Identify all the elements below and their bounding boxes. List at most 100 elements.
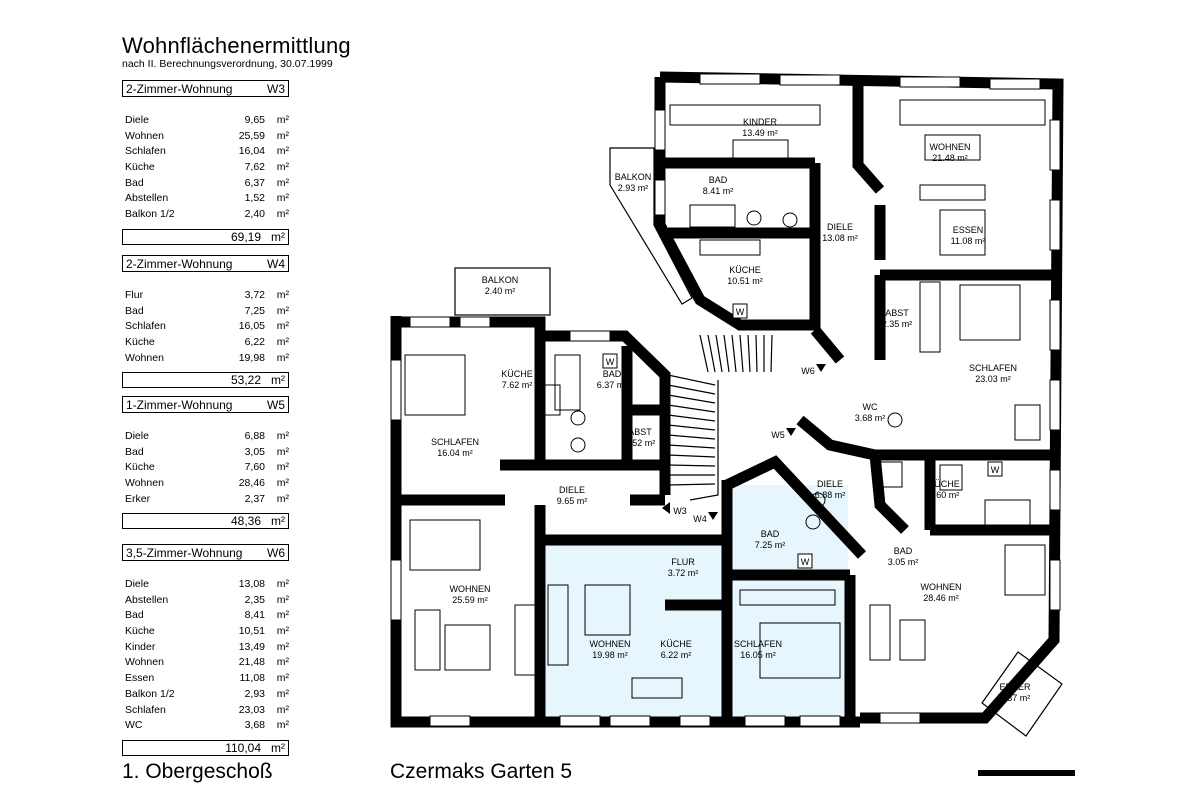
room-area: 2.37 m² <box>1000 693 1031 703</box>
window <box>459 316 491 328</box>
washer-marker <box>732 303 748 319</box>
furniture <box>759 622 841 679</box>
room-name: BAD <box>894 546 913 556</box>
room-area: 9,65 <box>244 114 265 126</box>
window <box>654 109 666 151</box>
wall <box>654 77 815 331</box>
room-name: KÜCHE <box>660 639 692 649</box>
total-value: 48,36 <box>230 514 261 529</box>
furniture <box>414 609 441 671</box>
room-area: 21.48 m² <box>932 153 968 163</box>
room-area: 25,59 <box>238 129 265 142</box>
room-area: 13.49 m² <box>742 128 778 138</box>
unit-symbol: m² <box>276 289 289 301</box>
unit-w4-highlight <box>728 485 848 575</box>
room-name: WOHNEN <box>921 582 962 592</box>
unit-symbol: m² <box>271 740 285 755</box>
room-area: 3,72 <box>244 289 265 301</box>
erker <box>981 651 1063 737</box>
unit-symbol: m² <box>276 192 289 205</box>
room-name: Flur <box>125 289 144 301</box>
room-name: Wohnen <box>125 129 164 142</box>
furniture <box>924 134 981 161</box>
room-name: WOHNEN <box>590 639 631 649</box>
furniture <box>899 619 926 661</box>
room-area: 2,35 <box>244 593 265 606</box>
window <box>799 715 841 727</box>
room-name: ESSEN <box>953 225 984 235</box>
window <box>569 330 611 342</box>
room-area: 6.22 m² <box>661 650 692 660</box>
unit-code: W5 <box>267 397 285 412</box>
room-name: BAD <box>709 175 728 185</box>
furniture <box>899 99 1046 126</box>
room-name: Bad <box>125 176 144 189</box>
sanitary-fixture <box>887 412 903 428</box>
window <box>779 74 841 86</box>
furniture <box>869 604 891 661</box>
unit-symbol: m² <box>276 719 289 732</box>
unit-symbol: m² <box>276 625 289 638</box>
room-label: WC3.68 m² <box>855 402 886 423</box>
room-name: DIELE <box>559 485 585 495</box>
stair-step <box>707 334 716 373</box>
room-area: 16.05 m² <box>740 650 776 660</box>
room-name: Bad <box>125 304 144 317</box>
stair-step <box>667 444 716 449</box>
unit-symbol: m² <box>271 229 285 244</box>
unit-code: W4 <box>267 256 285 271</box>
room-area: 7,60 <box>244 461 265 474</box>
window <box>409 316 451 328</box>
room-name: DIELE <box>827 222 853 232</box>
window <box>1049 559 1061 611</box>
unit-symbol: m² <box>276 656 289 669</box>
room-area: 7.60 m² <box>929 490 960 500</box>
room-name: WC <box>125 719 143 732</box>
room-area: 7.25 m² <box>755 540 786 550</box>
area-row: Wohnen 21,48 m² <box>122 655 289 671</box>
room-name: Küche <box>125 625 155 638</box>
room-name: BAD <box>761 529 780 539</box>
washer-label: W <box>606 357 615 367</box>
room-name: WC <box>863 402 878 412</box>
wall <box>724 455 867 559</box>
stair-step <box>667 384 716 395</box>
room-area: 3.68 m² <box>855 413 886 423</box>
area-row: WC 3,68 m² <box>122 718 289 734</box>
furniture <box>939 464 963 491</box>
washer-label: W <box>991 465 1000 475</box>
sanitary-fixture <box>782 212 798 228</box>
unit-w4-highlight <box>660 545 730 605</box>
room-area: 9.65 m² <box>557 496 588 506</box>
room-area: 3,68 <box>244 719 265 732</box>
room-name: Wohnen <box>125 656 164 669</box>
room-name: ABST <box>885 308 909 318</box>
washer-marker <box>602 353 618 369</box>
wall <box>810 326 845 364</box>
room-area: 1,52 <box>244 192 265 205</box>
furniture <box>409 519 481 571</box>
stair-step <box>667 374 716 386</box>
room-name: BAD <box>603 369 622 379</box>
room-area: 21,48 <box>238 656 265 669</box>
unit-symbol: m² <box>276 593 289 606</box>
stair-step <box>715 334 723 373</box>
unit-type: 3,5-Zimmer-Wohnung <box>126 545 243 560</box>
window <box>1049 199 1061 251</box>
room-name: BALKON <box>482 275 519 285</box>
room-name: Diele <box>125 578 149 590</box>
unit-symbol: m² <box>276 320 289 333</box>
unit-code: W3 <box>267 81 285 96</box>
room-area: 2,40 <box>244 208 265 221</box>
